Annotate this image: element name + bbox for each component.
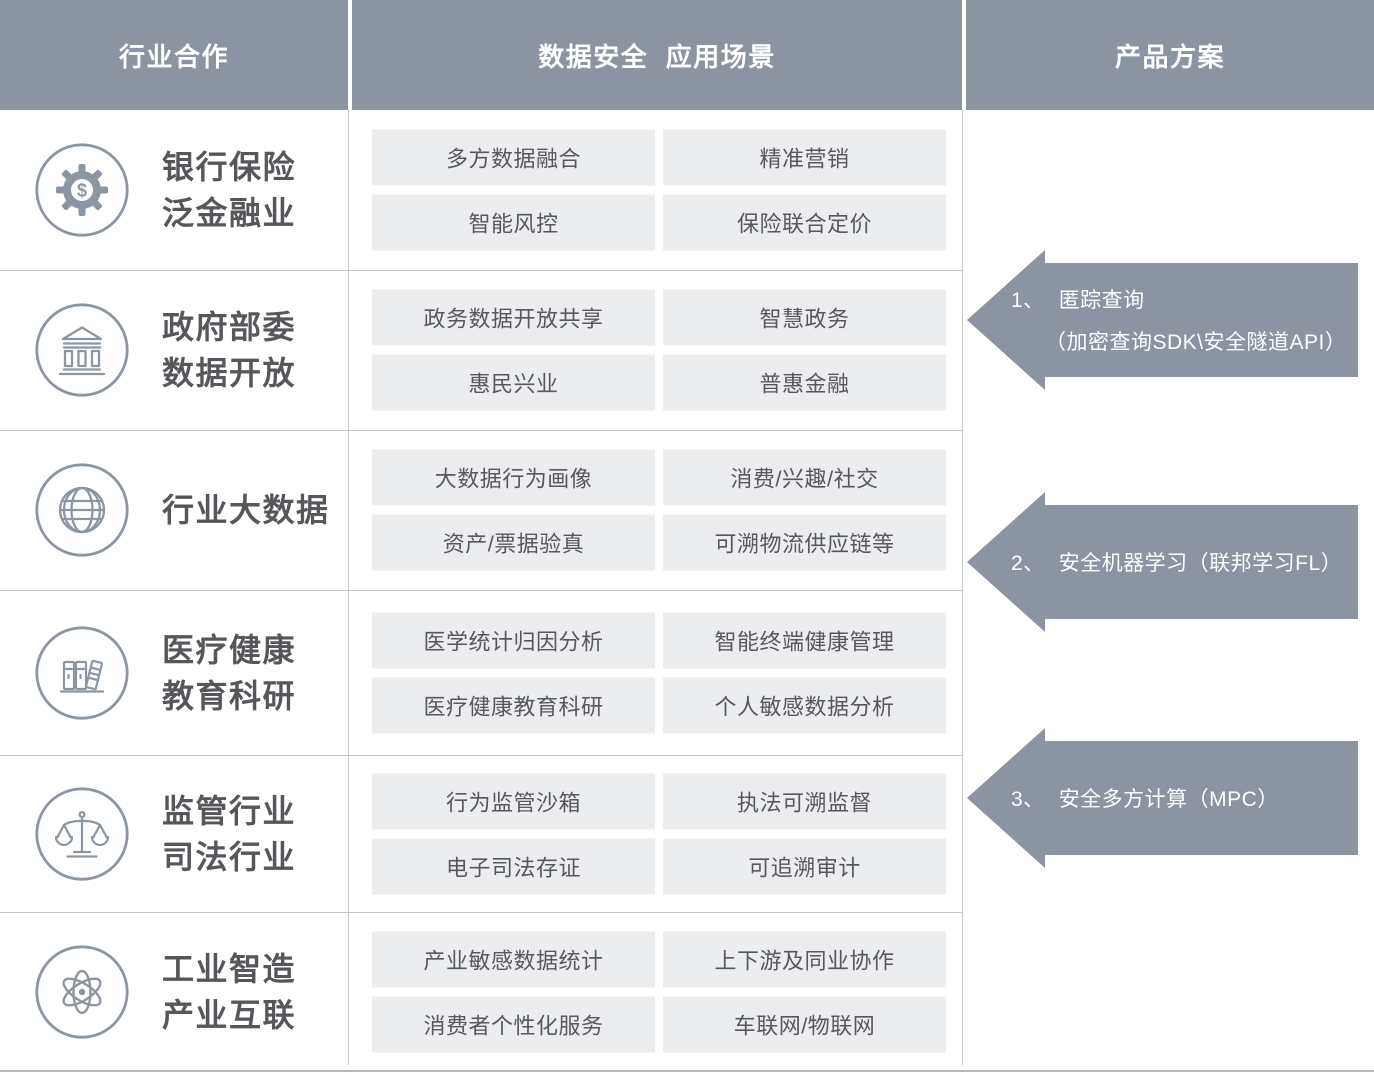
scenario-box: 多方数据融合 [372,129,655,186]
industry-label-line1: 医疗健康 [162,631,297,668]
scenario-box: 医疗健康教育科研 [372,677,655,733]
product-arrow-secure-ml: 2、 安全机器学习（联邦学习FL） [967,492,1358,632]
industry-label: 银行保险 泛金融业 [162,144,296,236]
books-icon [34,625,130,721]
arrow-title: 安全机器学习（联邦学习FL） [1058,552,1343,575]
product-arrow-anonymous-query: 1、 匿踪查询 （加密查询SDK\安全隧道API） [967,250,1358,390]
scenario-boxes: 政务数据开放共享 智慧政务 惠民兴业 普惠金融 [372,289,946,411]
arrow-title-line: 2、 安全机器学习（联邦学习FL） [967,547,1358,577]
industry-label: 监管行业 司法行业 [162,788,296,880]
row-industrial-internet: 工业智造 产业互联 产业敏感数据统计 上下游及同业协作 消费者个性化服务 车联网… [0,912,962,1071]
industry-label-line1: 政府部委 [162,309,297,345]
row-industry-bigdata: 行业大数据 大数据行为画像 消费/兴趣/社交 资产/票据验真 可溯物流供应链等 [0,430,962,590]
arrow-number: 1、 [1011,289,1045,312]
scenario-box: 资产/票据验真 [372,514,655,571]
industry-label: 医疗健康 教育科研 [162,627,296,719]
row-divider [0,755,962,756]
arrow-title-line: 1、 匿踪查询 [967,284,1358,314]
industry-label-line2: 产业互联 [162,996,297,1033]
scenario-box: 普惠金融 [663,354,946,411]
scenario-box: 消费者个性化服务 [372,996,655,1052]
scenario-box: 大数据行为画像 [372,449,655,506]
row-government-data: 政府部委 数据开放 政务数据开放共享 智慧政务 惠民兴业 普惠金融 [0,270,962,430]
scenario-box: 执法可溯监督 [663,773,946,829]
arrow-subtitle: （加密查询SDK\安全隧道API） [1045,331,1347,354]
scenario-box: 可追溯审计 [663,838,946,894]
scenario-box: 政务数据开放共享 [372,289,655,346]
scenario-box: 可溯物流供应链等 [663,514,946,571]
arrow-title: 匿踪查询 [1058,289,1145,312]
svg-text:$: $ [77,181,87,201]
scenario-box: 电子司法存证 [372,838,655,894]
scenario-box: 车联网/物联网 [663,996,946,1052]
row-divider [0,912,962,913]
industry-label-line1: 银行保险 [162,149,297,185]
scenario-box: 精准营销 [663,129,946,186]
scenario-box: 智能终端健康管理 [663,612,946,668]
product-arrow-mpc: 3、 安全多方计算（MPC） [967,728,1358,868]
bank-icon [34,302,130,398]
row-medical-education: 医疗健康 教育科研 医学统计归因分析 智能终端健康管理 医疗健康教育科研 个人敏… [0,590,962,755]
scenario-box: 消费/兴趣/社交 [663,449,946,506]
scenario-box: 保险联合定价 [663,194,946,251]
industry-label-line1: 监管行业 [162,792,297,829]
row-divider [0,430,962,431]
industry-label-line1: 工业智造 [162,950,297,987]
arrow-number: 3、 [1011,788,1045,811]
scenario-box: 智能风控 [372,194,655,251]
row-divider [0,590,962,591]
bottom-border [0,1070,1374,1072]
scenario-boxes: 多方数据融合 精准营销 智能风控 保险联合定价 [372,129,946,251]
industry-label: 政府部委 数据开放 [162,304,296,396]
industry-label: 行业大数据 [162,487,330,533]
globe-icon [34,462,130,558]
arrow-title: 安全多方计算（MPC） [1058,788,1279,811]
industry-label: 工业智造 产业互联 [162,946,296,1038]
industry-label-line1: 行业大数据 [162,492,330,528]
industry-label-line2: 数据开放 [162,355,297,391]
header-industry-cooperation: 行业合作 [0,0,348,110]
scales-icon [34,786,130,882]
gear-dollar-icon: $ [34,142,130,238]
column-divider-2 [962,110,963,1065]
scenario-boxes: 行为监管沙箱 执法可溯监督 电子司法存证 可追溯审计 [372,773,946,894]
scenario-boxes: 大数据行为画像 消费/兴趣/社交 资产/票据验真 可溯物流供应链等 [372,449,946,571]
arrow-number: 2、 [1011,552,1045,575]
row-banking-finance: $ 银行保险 泛金融业 多方数据融合 精准营销 智能风控 保险联合定价 [0,110,962,270]
industry-label-line2: 司法行业 [162,838,297,875]
row-divider [0,270,962,271]
scenario-box: 产业敏感数据统计 [372,931,655,987]
scenario-box: 智慧政务 [663,289,946,346]
column-divider-1 [348,110,349,1065]
scenario-boxes: 产业敏感数据统计 上下游及同业协作 消费者个性化服务 车联网/物联网 [372,931,946,1052]
header-product-solutions: 产品方案 [966,0,1374,110]
row-regulatory-judicial: 监管行业 司法行业 行为监管沙箱 执法可溯监督 电子司法存证 可追溯审计 [0,755,962,912]
scenario-boxes: 医学统计归因分析 智能终端健康管理 医疗健康教育科研 个人敏感数据分析 [372,612,946,733]
scenario-box: 惠民兴业 [372,354,655,411]
industry-label-line2: 教育科研 [162,677,297,714]
atom-icon [34,944,130,1040]
scenario-box: 医学统计归因分析 [372,612,655,668]
arrow-title-line: 3、 安全多方计算（MPC） [967,783,1358,813]
scenario-box: 个人敏感数据分析 [663,677,946,733]
scenario-box: 行为监管沙箱 [372,773,655,829]
header-application-scenarios: 数据安全 应用场景 [352,0,962,110]
scenario-box: 上下游及同业协作 [663,931,946,987]
industry-label-line2: 泛金融业 [162,195,297,231]
